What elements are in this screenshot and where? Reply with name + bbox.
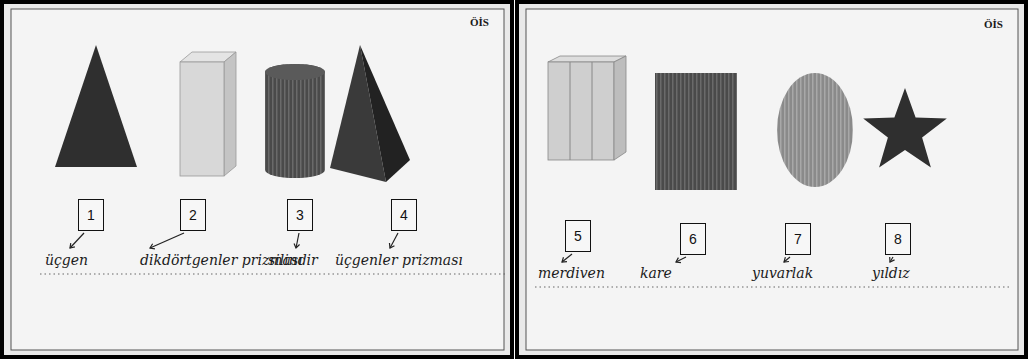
leader-arrowhead xyxy=(890,257,895,262)
page-code: ÖİS xyxy=(470,16,489,28)
callout-number: 3 xyxy=(296,207,304,223)
page-code: ÖİS xyxy=(984,18,1003,30)
callout-number: 6 xyxy=(689,231,697,247)
callout-number: 2 xyxy=(189,207,197,223)
number-box: 7 xyxy=(785,223,811,255)
leader-arrowhead xyxy=(562,257,567,262)
leader-arrowhead xyxy=(70,243,75,248)
leader-arrowhead xyxy=(784,257,789,262)
handwritten-answer: yuvarlak xyxy=(752,265,813,281)
leader-arrowhead xyxy=(150,244,155,249)
handwritten-answer: üçgen xyxy=(45,252,88,268)
handwritten-answer: merdiven xyxy=(538,265,605,281)
leader-line xyxy=(70,233,84,248)
leader-line xyxy=(784,257,790,262)
callout-number: 5 xyxy=(574,228,582,244)
leader-arrowhead xyxy=(294,243,300,248)
leader-line xyxy=(562,254,572,262)
callout-number: 8 xyxy=(894,231,902,247)
callout-number: 4 xyxy=(400,207,408,223)
handwritten-answer: kare xyxy=(640,265,672,281)
handwritten-answer: üçgenler prizması xyxy=(335,252,463,268)
leader-line xyxy=(676,257,686,262)
leader-line xyxy=(390,233,398,248)
handwritten-answer: silindir xyxy=(268,252,318,268)
number-box: 8 xyxy=(885,223,911,255)
handwritten-answer: yıldız xyxy=(872,265,910,281)
number-box: 2 xyxy=(180,199,206,231)
number-box: 5 xyxy=(565,220,591,252)
callout-number: 7 xyxy=(794,231,802,247)
callout-number: 1 xyxy=(87,207,95,223)
leader-line xyxy=(150,233,184,248)
leader-arrowhead xyxy=(389,243,394,248)
number-box: 4 xyxy=(391,199,417,231)
number-box: 1 xyxy=(78,199,104,231)
number-box: 6 xyxy=(680,223,706,255)
leader-arrowhead xyxy=(676,258,681,263)
number-box: 3 xyxy=(287,199,313,231)
